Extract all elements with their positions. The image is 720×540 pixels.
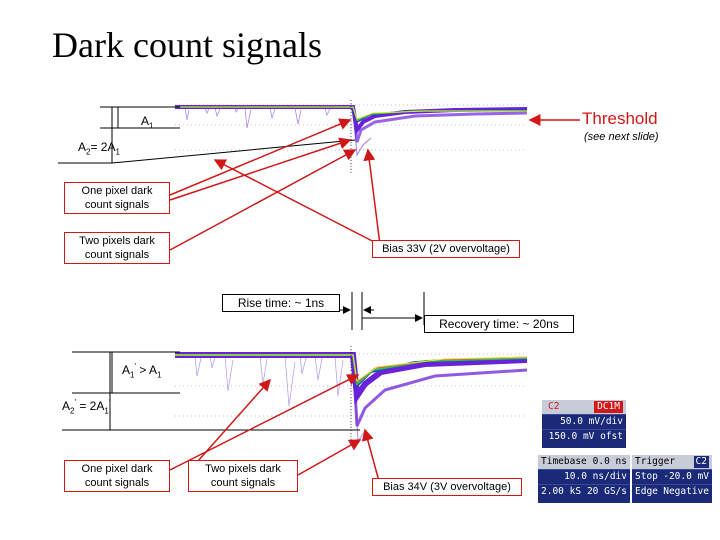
- bias-box-top: Bias 33V (2V overvoltage): [372, 240, 520, 258]
- recovery-time-label: Recovery time: ~ 20ns: [424, 315, 574, 333]
- vdiv-value: 50.0 mV/div: [560, 416, 623, 427]
- coupling-tag: DC1M: [594, 401, 623, 413]
- channel-tag: C2: [548, 401, 560, 412]
- bias-box-bottom: Bias 34V (3V overvoltage): [372, 478, 522, 496]
- two-pixels-box-top: Two pixels dark count signals: [64, 232, 170, 264]
- tdiv-value: 10.0 ns/div: [564, 471, 627, 482]
- timebase-value: 0.0 ns: [592, 456, 627, 467]
- edge-label: Edge: [635, 486, 658, 497]
- bottom-noise-traces: [194, 355, 344, 407]
- trigger-panel: Trigger C2 Stop -20.0 mV Edge Negative: [632, 455, 712, 503]
- top-scope-trace: [175, 100, 527, 175]
- timebase-label: Timebase: [541, 456, 587, 467]
- offset-value: 150.0 mV ofst: [548, 431, 623, 442]
- top-main-pulses: [175, 105, 527, 157]
- two-pixels-box-bottom: Two pixels dark count signals: [188, 460, 298, 492]
- a2-prime-label: A2' = 2A1': [62, 398, 111, 416]
- stop-label: Stop: [635, 471, 658, 482]
- threshold-label: Threshold: [582, 109, 658, 128]
- page-title: Dark count signals: [52, 25, 322, 65]
- one-pixel-box-bottom: One pixel dark count signals: [64, 460, 170, 492]
- stop-value: -20.0 mV: [663, 471, 709, 482]
- samples-value: 2.00 kS: [541, 486, 582, 497]
- rise-time-label: Rise time: ~ 1ns: [222, 294, 340, 312]
- top-noise-traces: [184, 107, 331, 129]
- threshold-note: (see next slide): [584, 131, 659, 143]
- timebase-panel: Timebase 0.0 ns 10.0 ns/div 2.00 kS 20 GS/…: [538, 455, 630, 503]
- one-pixel-box-top: One pixel dark count signals: [64, 182, 170, 214]
- channel-readout-panel: C2 DC1M 50.0 mV/div 150.0 mV ofst: [542, 400, 626, 448]
- a1-label: A1: [141, 114, 154, 131]
- trigger-channel: C2: [693, 456, 709, 468]
- edge-value: Negative: [663, 486, 709, 497]
- a1-prime-label: A1' > A1: [122, 362, 162, 380]
- trigger-label: Trigger: [635, 456, 676, 467]
- rate-value: 20 GS/s: [586, 486, 627, 497]
- a2-label: A2= 2A1: [78, 140, 120, 157]
